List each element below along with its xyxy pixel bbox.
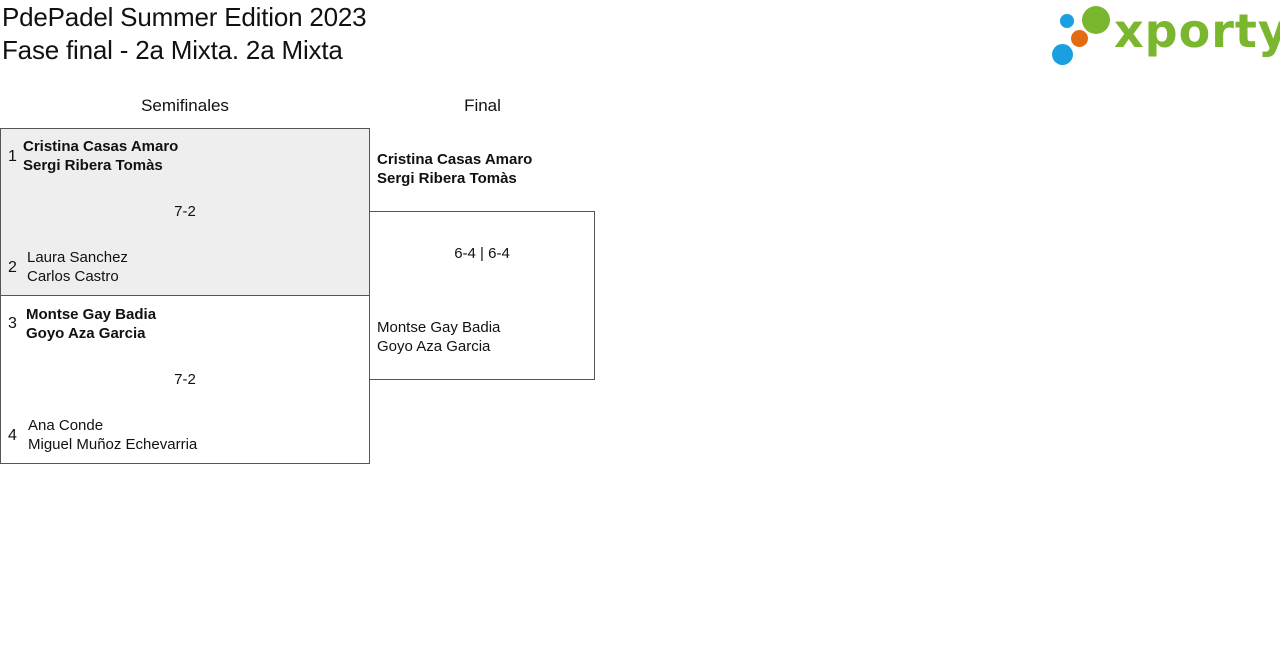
logo-dot-green-large [1082, 6, 1110, 34]
player-name: Sergi Ribera Tomàs [377, 170, 517, 187]
logo-dot-blue-large [1052, 44, 1073, 65]
logo-wordmark: xporty [1114, 4, 1280, 58]
semifinal-2-team-a[interactable]: Montse Gay Badia Goyo Aza Garcia [26, 305, 156, 343]
seed-number: 4 [8, 427, 17, 444]
player-name: Montse Gay Badia [26, 306, 157, 323]
seed-number: 1 [8, 148, 17, 165]
logo-dot-orange [1071, 30, 1088, 47]
player-name: Laura Sanchez [27, 249, 128, 266]
semifinal-1-team-b[interactable]: Laura Sanchez Carlos Castro [27, 248, 128, 286]
final-match[interactable]: 6-4 | 6-4 Montse Gay Badia Goyo Aza Garc… [369, 211, 595, 380]
semifinal-2-score: 7-2 [174, 371, 196, 388]
phase-subtitle: Fase final - 2a Mixta. 2a Mixta [2, 35, 343, 65]
semifinal-2-team-b[interactable]: Ana Conde Miguel Muñoz Echevarria [28, 416, 197, 454]
player-name: Montse Gay Badia [377, 319, 501, 336]
player-name: Sergi Ribera Tomàs [23, 157, 163, 174]
player-name: Ana Conde [28, 417, 104, 434]
player-name: Cristina Casas Amaro [377, 151, 533, 168]
semifinal-1-score: 7-2 [174, 203, 196, 220]
seed-number: 3 [8, 315, 17, 332]
round-heading-final: Final [464, 96, 501, 115]
final-team-a[interactable]: Cristina Casas Amaro Sergi Ribera Tomàs [377, 150, 532, 188]
logo-dot-blue-small [1060, 14, 1074, 28]
final-score: 6-4 | 6-4 [454, 245, 510, 262]
semifinal-1-match[interactable]: 1 Cristina Casas Amaro Sergi Ribera Tomà… [0, 128, 370, 296]
xporty-logo[interactable]: xporty [1050, 4, 1280, 68]
round-heading-semifinals: Semifinales [141, 96, 229, 115]
semifinal-2-match[interactable]: 3 Montse Gay Badia Goyo Aza Garcia 7-2 4… [0, 295, 370, 464]
semifinal-1-team-a[interactable]: Cristina Casas Amaro Sergi Ribera Tomàs [23, 137, 178, 175]
seed-number: 2 [8, 259, 17, 276]
tournament-title: PdePadel Summer Edition 2023 [2, 2, 367, 32]
player-name: Miguel Muñoz Echevarria [28, 436, 198, 453]
player-name: Carlos Castro [27, 268, 119, 285]
player-name: Goyo Aza Garcia [26, 325, 146, 342]
final-team-b[interactable]: Montse Gay Badia Goyo Aza Garcia [377, 318, 500, 356]
player-name: Goyo Aza Garcia [377, 338, 491, 355]
player-name: Cristina Casas Amaro [23, 138, 179, 155]
